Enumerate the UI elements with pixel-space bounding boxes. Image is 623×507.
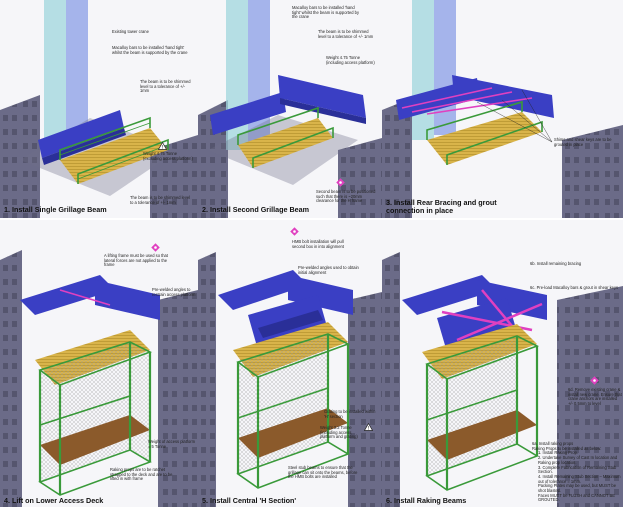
annotation: Weight 4.75 Tonne (excluding access plat… xyxy=(143,151,193,161)
annotation: Macalloy bars to be installed 'hand tigh… xyxy=(292,5,359,20)
lower-access-deck xyxy=(40,415,150,465)
procedure-step: 4. Install Remaining Stub Section – Maxi… xyxy=(538,473,621,484)
building-wall xyxy=(150,135,198,218)
annotation: Weight 3.2 Tonne (including access platf… xyxy=(320,425,358,440)
step-6-illustration xyxy=(382,220,623,507)
second-grillage-beam xyxy=(278,75,366,118)
procedure-notes: 6a. Install raking props Raking Props to… xyxy=(532,441,622,503)
step-1-illustration xyxy=(0,0,198,218)
panel-step-4: A lifting frame must be used so that lat… xyxy=(0,220,198,507)
annotation: Grating to be installed within 'H' secti… xyxy=(324,409,376,419)
annotation: Weight 4.75 Tonne (including access plat… xyxy=(326,55,375,65)
step-5-illustration xyxy=(198,220,382,507)
annotation: Macalloy bars to be installed 'hand tigh… xyxy=(112,45,188,55)
panel-step-5: HMB bolt installation will pull second b… xyxy=(198,220,382,507)
warning-triangle-icon: ! xyxy=(364,423,373,431)
tower-crane-side xyxy=(434,0,456,135)
step-title: 1. Install Single Grillage Beam xyxy=(4,205,107,214)
procedure-step: Packing Plates may be used, but MUST be … xyxy=(538,483,616,494)
procedure-step: 3. Complete Fabrication of Remaining Stu… xyxy=(538,464,617,475)
svg-text:!: ! xyxy=(368,426,369,431)
tower-crane-front xyxy=(44,0,66,150)
annotation: Pre-welded angles to restrain access pla… xyxy=(152,287,196,297)
grillage-beam xyxy=(210,92,286,135)
annotation: 6c. Pre-load Macalloy bars & grout in sh… xyxy=(530,285,619,290)
svg-text:!: ! xyxy=(162,145,163,150)
annotation: The beam is to be shimmed level to a tol… xyxy=(318,29,374,39)
annotation: 6d. Remove existing crane & install new … xyxy=(568,387,622,407)
procedure-title: Raking Props to be installed as below: xyxy=(532,445,602,451)
panel-step-3: Shims and shear keys are to be grouted i… xyxy=(382,0,623,218)
annotation: Raking props are to be ratchet strapped … xyxy=(110,467,173,482)
grillage-beam xyxy=(38,110,124,158)
hazard-sign-icon xyxy=(336,178,345,187)
annotation: Pre-welded angles used to obtain initial… xyxy=(298,265,359,275)
step-title: 3. Install Rear Bracing and grout connec… xyxy=(386,198,497,215)
annotation: A lifting frame must be used so that lat… xyxy=(104,253,168,268)
step-title: 5. Install Central 'H Section' xyxy=(202,496,297,505)
annotation: Second beam is to be positioned such tha… xyxy=(316,189,376,204)
tower-crane-front xyxy=(412,0,434,140)
procedure-step: 2. Undertake Survey of Cast In location … xyxy=(538,455,618,465)
hazard-sign-icon xyxy=(590,376,599,385)
warning-triangle-icon: ! xyxy=(158,142,167,150)
second-grillage-beam xyxy=(452,75,554,118)
hazard-sign-icon xyxy=(151,243,160,252)
step-2-illustration xyxy=(198,0,382,218)
rear-bracing xyxy=(401,87,533,115)
panel-step-1: Existing tower crane Macalloy bars to be… xyxy=(0,0,198,218)
annotation: The beam is to be shimmed level to a tol… xyxy=(130,195,191,205)
step-title: 6. Install Raking Beams xyxy=(386,496,467,505)
step-3-illustration xyxy=(382,0,623,218)
step-title: 4. Lift on Lower Access Deck xyxy=(4,496,104,505)
annotation: Shims and shear keys are to be grouted i… xyxy=(554,137,612,147)
procedure-step: Faces MUST be FLUSH and CANNOT BE GROUTE… xyxy=(538,492,615,503)
procedure-step: 1. Install Raking Prop. xyxy=(538,450,579,456)
annotation: HMB bolt installation will pull second b… xyxy=(292,239,344,249)
panel-step-2: Macalloy bars to be installed 'hand tigh… xyxy=(198,0,382,218)
annotation: Steel stub beams to ensure that the gril… xyxy=(288,465,358,480)
panel-step-6: 6b. Install remaining bracing 6c. Pre-lo… xyxy=(382,220,623,507)
hazard-sign-icon xyxy=(290,227,299,236)
annotation: Existing tower crane xyxy=(112,29,149,34)
tower-crane-side xyxy=(66,0,88,145)
annotation: The beam is to be shimmed level to a tol… xyxy=(140,79,191,94)
building-wall xyxy=(0,95,40,218)
step-title: 2. Install Second Grillage Beam xyxy=(202,205,310,214)
step-4-illustration xyxy=(0,220,198,507)
annotation: 6a. Install raking props xyxy=(532,441,574,446)
annotation: Weight of access platform = 5 Tonne xyxy=(148,439,196,449)
annotation: 6b. Install remaining bracing xyxy=(530,261,582,266)
